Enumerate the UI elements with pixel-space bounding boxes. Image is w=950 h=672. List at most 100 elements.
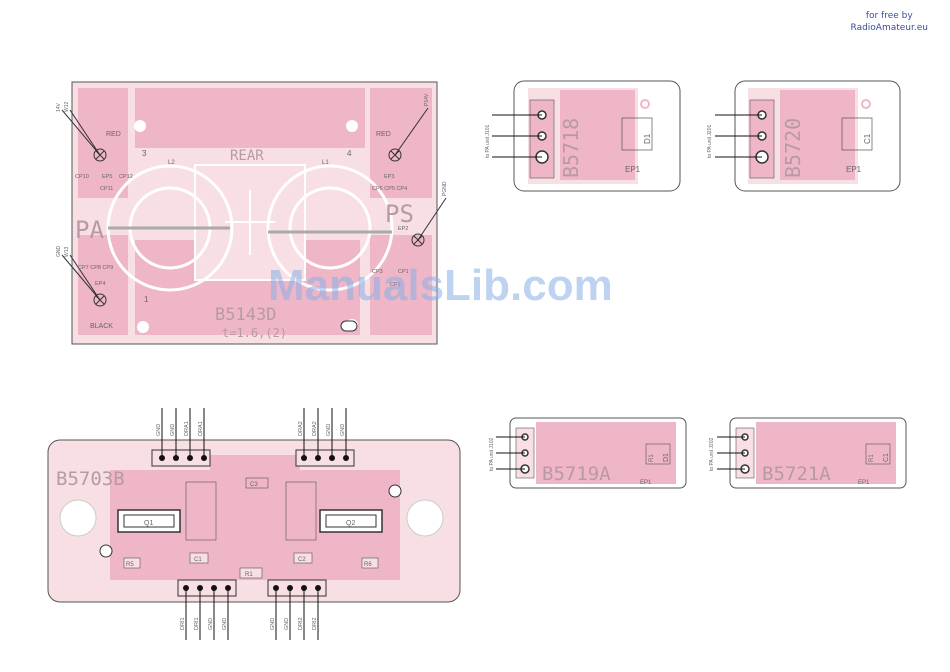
- board-b5720: to PA unit J201 B5720 C1 EP1: [707, 80, 901, 192]
- copper-area: [560, 90, 635, 180]
- header-bottom-right-pins: GND GND DRI2 DRI2: [270, 585, 321, 640]
- part-label-r5: R5: [126, 562, 134, 568]
- wire-label: P14V: [424, 93, 430, 106]
- toroid-l1-inner: [288, 186, 372, 270]
- part-label-q1: Q1: [144, 520, 153, 527]
- component-c3: [245, 477, 269, 489]
- wire-lead: [69, 254, 101, 301]
- transistor-q2-body: [325, 514, 377, 528]
- board-b5718: to PA unit J101 B5718 D1 EP1: [485, 80, 681, 192]
- label-cp12: CP12: [119, 174, 133, 180]
- connector-label: to PA unit J102: [489, 438, 495, 471]
- copper-area: [78, 88, 128, 198]
- mount-hole: [59, 499, 97, 537]
- label-cp10: CP10: [75, 174, 89, 180]
- pin-label: DRA2: [312, 421, 318, 436]
- part-label: C1: [883, 453, 890, 462]
- via: [640, 99, 650, 109]
- mount-hole: [137, 321, 149, 333]
- credit-line-2: RadioAmateur.eu: [850, 23, 928, 33]
- wire-lead: [417, 197, 447, 241]
- label-cp3: CP3: [372, 269, 383, 275]
- label-ep5: EP5: [102, 174, 112, 180]
- pin-label: GND: [284, 618, 290, 630]
- part-label-c3: C3: [250, 482, 258, 488]
- credit-text: for free by RadioAmateur.eu: [851, 10, 928, 34]
- pin-label: DRI2: [312, 617, 318, 630]
- header-bottom-left: [177, 579, 237, 597]
- part-label-c2: C2: [298, 557, 306, 563]
- component-c1: [189, 552, 209, 564]
- label-cp1: CP1: [398, 269, 409, 275]
- label-cp2: CP2: [390, 282, 401, 288]
- watermark: ManualsLib.com: [268, 261, 613, 310]
- header-bottom-left-pins: DRI1 DRI1 GND GND: [180, 585, 231, 640]
- label-cp11: CP11: [100, 186, 113, 192]
- header-top-left: [151, 449, 211, 467]
- label-pa: PA: [75, 216, 104, 244]
- connector-label: to PA unit J202: [709, 438, 715, 471]
- wire-label: GND: [56, 246, 62, 258]
- slot-hole: [340, 320, 358, 332]
- pin-label: GND: [270, 618, 276, 630]
- part-label: D1: [643, 133, 652, 144]
- copper-area: [756, 422, 896, 484]
- component-r5: [123, 557, 141, 569]
- mount-hole: [134, 120, 146, 132]
- pin-label: GND: [156, 424, 162, 436]
- wire-lead: [61, 254, 101, 301]
- label-ep3: EP3: [384, 174, 394, 180]
- mount-hole: [406, 499, 444, 537]
- component-outline: [841, 117, 873, 151]
- board-name-b5718: B5718: [559, 118, 583, 178]
- label-ep4: EP4: [95, 281, 105, 287]
- wire-lead: [69, 109, 101, 156]
- transistor-q1-body: [123, 514, 175, 528]
- pin-label: DRI1: [180, 617, 186, 630]
- board-name-b5720: B5720: [781, 118, 805, 178]
- pin-label: GND: [222, 618, 228, 630]
- board-name-b5719a: B5719A: [542, 463, 611, 485]
- ep-label: EP1: [640, 480, 652, 486]
- wire-label: W12: [64, 102, 70, 113]
- label-cp7: CP7 CP8 CP9: [78, 265, 113, 271]
- label-l1: L1: [322, 160, 329, 166]
- pin-label: DRI1: [194, 617, 200, 630]
- part-label-c1: C1: [194, 557, 202, 563]
- header-top-left-pins: GND GND DRA1 DRA1: [156, 408, 207, 461]
- credit-line-1: for free by: [865, 11, 913, 21]
- part-label: C1: [863, 133, 872, 144]
- copper-area: [135, 88, 365, 148]
- transformer-left: [185, 481, 217, 541]
- pin-label: GND: [340, 424, 346, 436]
- via: [861, 99, 871, 109]
- copper-area: [370, 235, 432, 335]
- component-outline: [621, 117, 653, 151]
- mount-hole: [99, 544, 113, 558]
- component-r6: [361, 557, 379, 569]
- component-r1: [239, 567, 263, 579]
- label-ep2: EP2: [398, 226, 408, 232]
- transformer-right: [285, 481, 317, 541]
- wire-lead: [61, 109, 101, 156]
- board-b5721a: to PA unit J202 B5721A R1 C1 EP1: [709, 417, 907, 489]
- label-l2: L2: [168, 160, 175, 166]
- part-label: D1: [663, 453, 670, 462]
- label-red-left: RED: [106, 131, 121, 138]
- label-black: BLACK: [90, 323, 113, 330]
- wire-lead: [394, 107, 429, 156]
- corner-label-3: 3: [142, 149, 147, 158]
- ep-label: EP1: [846, 165, 862, 174]
- board-name-b5703b: B5703B: [56, 468, 125, 490]
- corner-label-4: 4: [347, 149, 352, 158]
- part-label-r1: R1: [245, 572, 253, 578]
- wire-label: PGND: [442, 181, 448, 196]
- part-label: R1: [649, 454, 655, 462]
- mount-hole: [346, 120, 358, 132]
- copper-area: [78, 235, 128, 335]
- label-cp6: CP6 CP5 CP4: [372, 186, 407, 192]
- wire-label: W13: [64, 247, 70, 258]
- pin-label: DRI2: [298, 617, 304, 630]
- copper-area: [210, 455, 300, 475]
